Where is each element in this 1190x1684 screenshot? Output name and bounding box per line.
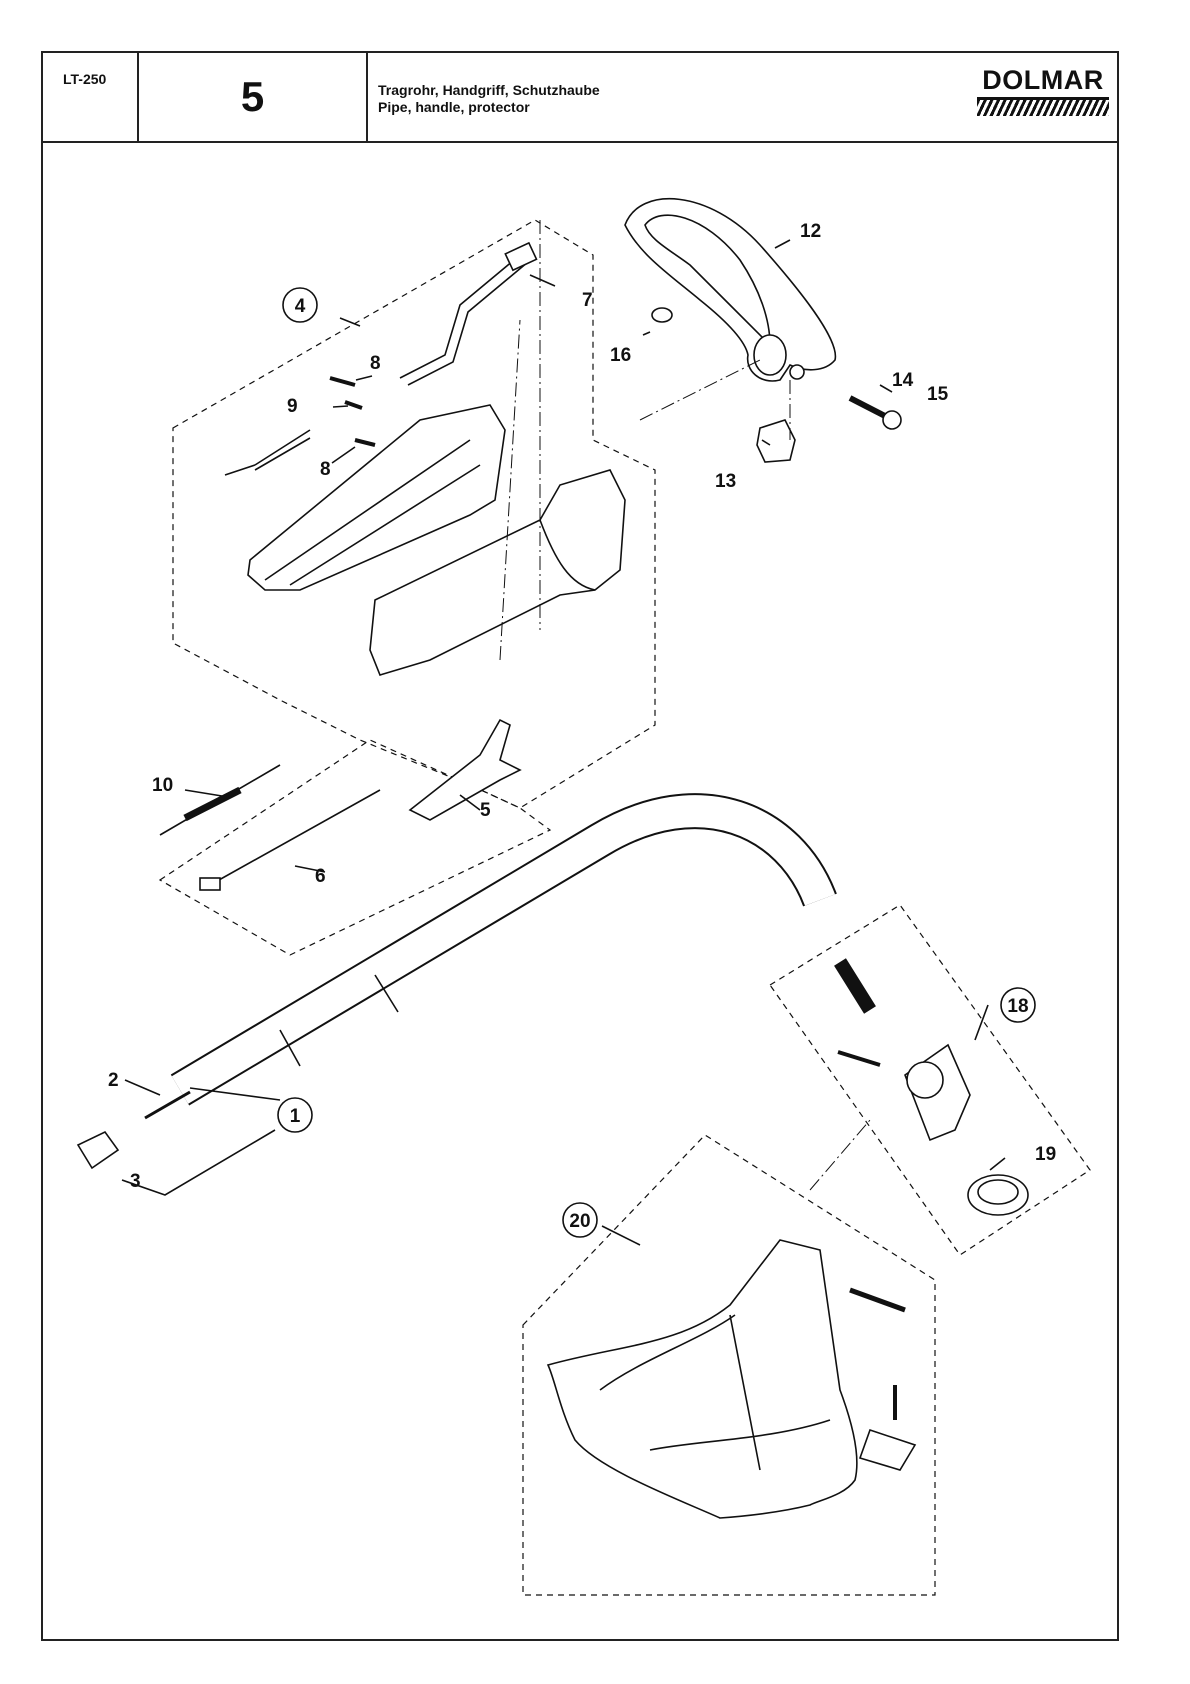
guard-plate [858,1428,917,1471]
small-connector [224,429,311,476]
title-en: Pipe, handle, protector [378,99,530,115]
cable-6 [209,789,381,886]
label-13: 13 [715,471,736,492]
cable-6-end [199,877,221,891]
label-15: 15 [927,384,949,405]
group-18-outline [769,904,1091,1256]
title-cell: Tragrohr, Handgriff, Schutzhaube Pipe, h… [368,53,1119,141]
callout-1-circle [277,1097,313,1133]
group-4-outline [172,219,656,809]
housing-half [247,404,506,591]
callout-4-circle [282,287,318,323]
throttle-trigger [408,718,522,821]
clip-16 [651,307,673,323]
group-lower-outline [158,739,552,956]
guard-bolt [849,1287,906,1313]
title-de: Tragrohr, Handgriff, Schutzhaube [378,82,600,98]
nut-15 [882,410,902,430]
label-4: 4 [295,296,306,317]
brand-stripe [977,97,1109,116]
label-5: 5 [480,800,491,821]
label-1: 1 [290,1106,301,1127]
clamp-bolt [837,1050,881,1067]
wire-harness [399,254,521,379]
end-cap-3 [76,1130,120,1170]
block-13 [756,419,796,463]
drive-shaft-2 [144,1090,191,1120]
label-9: 9 [287,396,298,417]
label-7: 7 [582,290,593,311]
callout-20-circle [562,1202,598,1238]
handle-tube [369,469,626,676]
label-8b: 8 [320,459,331,480]
screw-8b [354,438,376,447]
header: LT-250 5 Tragrohr, Handgriff, Schutzhaub… [43,53,1117,143]
label-18: 18 [1007,996,1028,1017]
screw-9 [344,400,363,410]
screw-14 [848,395,887,419]
gear-pin [834,958,876,1014]
model-cell: LT-250 [43,53,139,141]
model-label: LT-250 [63,71,107,87]
screw-8a [329,376,356,387]
label-20: 20 [569,1211,590,1232]
cable-10-sleeve [183,786,242,822]
label-12: 12 [800,221,821,242]
label-3: 3 [130,1171,141,1192]
label-19: 19 [1035,1144,1056,1165]
label-2: 2 [108,1070,119,1091]
brand-name: DOLMAR [982,65,1104,95]
page-number-cell: 5 [139,53,368,141]
wire-connector [504,241,538,272]
ring-19 [967,1174,1029,1216]
callout-18-circle [1000,987,1036,1023]
label-8a: 8 [370,353,381,374]
label-6: 6 [315,866,326,887]
label-10: 10 [152,775,173,796]
page-number: 5 [240,73,265,120]
brand-logo: DOLMAR [977,65,1109,116]
grass-guard [546,1239,858,1519]
label-16: 16 [610,345,631,366]
page-frame: LT-250 5 Tragrohr, Handgriff, Schutzhaub… [41,51,1119,1641]
label-14: 14 [892,370,914,391]
